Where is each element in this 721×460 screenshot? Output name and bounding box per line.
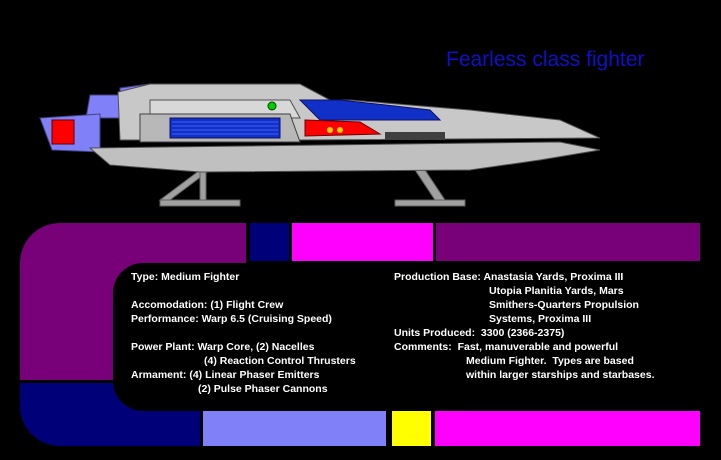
lcars-lavender-block (203, 410, 386, 446)
spec-comments-cont-2: within larger starships and starbases. (466, 369, 655, 381)
lcars-magenta-block-bottom (435, 410, 700, 446)
lower-hull (88, 141, 601, 173)
lcars-navy-block-top (250, 223, 289, 261)
spec-power-plant-cont: (4) Reaction Control Thrusters (204, 355, 356, 367)
spec-production-cont-2: Smithers-Quarters Propulsion (489, 299, 639, 311)
spec-production-cont-3: Systems, Proxima III (489, 313, 592, 325)
lcars-magenta-block-top (292, 223, 433, 261)
weapon-pod (304, 119, 382, 137)
vent-window (169, 117, 281, 139)
fighter-ship-illustration (39, 83, 601, 207)
spec-performance: Performance: Warp 6.5 (Cruising Speed) (131, 313, 332, 325)
spec-comments-cont-1: Medium Fighter. Types are based (466, 355, 634, 367)
hull-panel (385, 132, 445, 140)
landing-gear (158, 169, 466, 207)
spec-armament: Armament: (4) Linear Phaser Emitters (131, 369, 320, 381)
spec-accommodation: Accomodation: (1) Flight Crew (131, 299, 284, 311)
canopy (298, 99, 442, 121)
lcars-purple-block-top (436, 223, 700, 261)
spec-panel (113, 263, 713, 411)
spec-production: Production Base: Anastasia Yards, Proxim… (394, 271, 624, 283)
spec-units: Units Produced: 3300 (2366-2375) (394, 327, 565, 339)
spec-power-plant: Power Plant: Warp Core, (2) Nacelles (131, 341, 315, 353)
spec-type: Type: Medium Fighter (131, 271, 240, 283)
spec-comments: Comments: Fast, manuverable and powerful (394, 341, 619, 353)
rear-red-light (51, 119, 75, 145)
lcars-yellow-block (392, 410, 431, 446)
status-light (267, 101, 277, 111)
page-title: Fearless class fighter (446, 48, 645, 71)
spec-production-cont-1: Utopia Planitia Yards, Mars (489, 285, 624, 297)
spec-armament-cont: (2) Pulse Phaser Cannons (198, 383, 328, 395)
